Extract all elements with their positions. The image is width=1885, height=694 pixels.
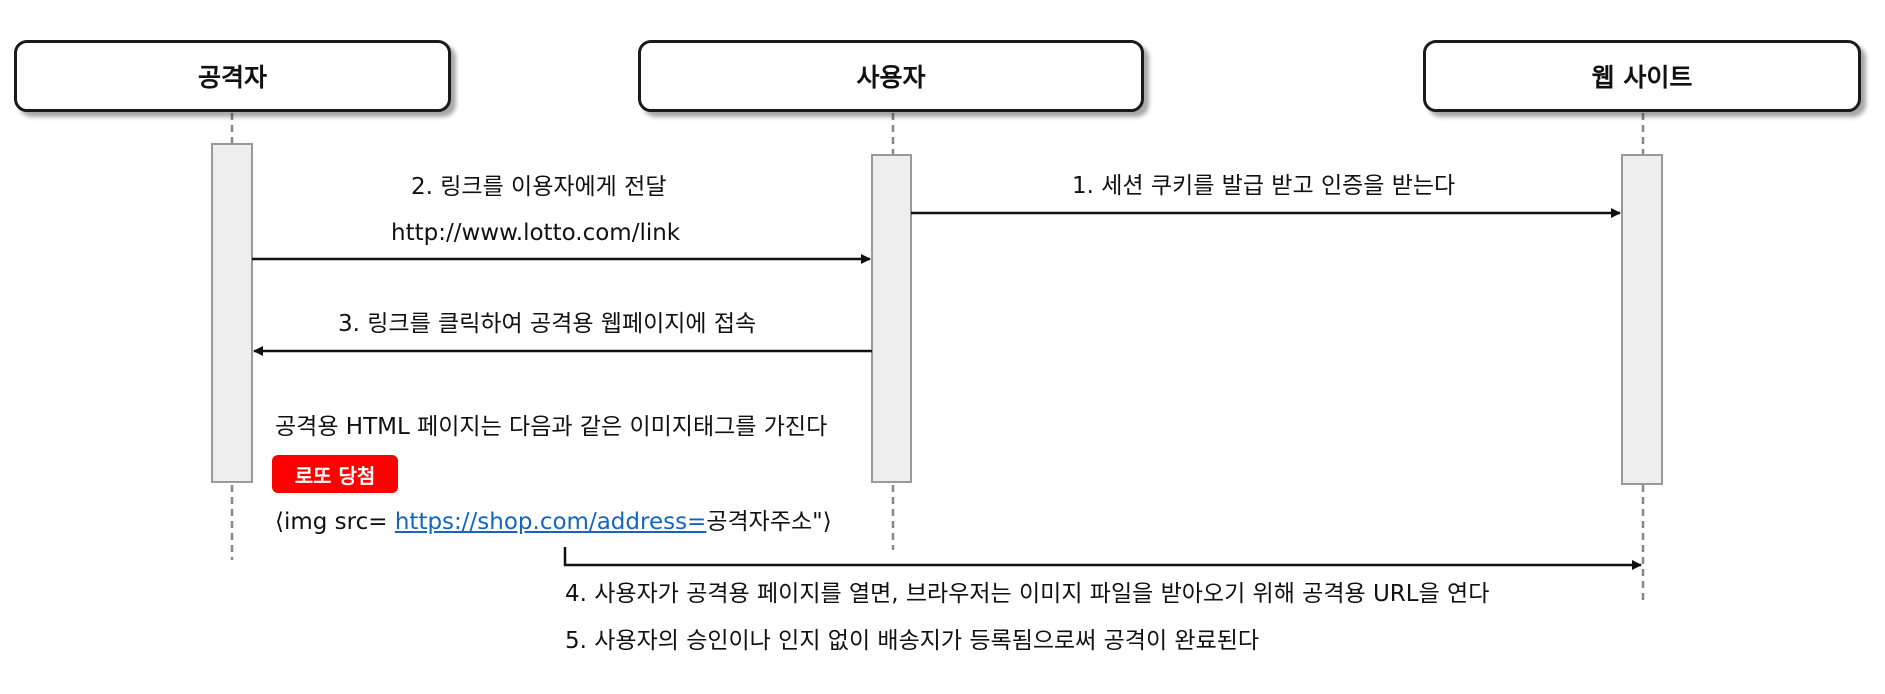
img-tag-prefix: ⟨img src= bbox=[275, 509, 395, 535]
arrow-4 bbox=[563, 547, 1642, 570]
img-tag-line: ⟨img src= https://shop.com/address=공격자주소… bbox=[275, 509, 832, 535]
message-2-url: http://www.lotto.com/link bbox=[391, 220, 681, 246]
website-activation bbox=[1621, 154, 1663, 485]
actor-user-label: 사용자 bbox=[856, 63, 926, 92]
message-4-label: 4. 사용자가 공격용 페이지를 열면, 브라우저는 이미지 파일을 받아오기 … bbox=[565, 581, 1490, 607]
lotto-badge-label: 로또 당첨 bbox=[294, 463, 376, 488]
message-3-label: 3. 링크를 클릭하여 공격용 웹페이지에 접속 bbox=[338, 311, 757, 337]
actor-attacker-label: 공격자 bbox=[197, 63, 267, 92]
actor-website-label: 웹 사이트 bbox=[1591, 63, 1693, 92]
img-tag-suffix: 공격자주소"⟩ bbox=[706, 509, 832, 535]
img-tag-link[interactable]: https://shop.com/address= bbox=[394, 509, 707, 535]
actor-user: 사용자 bbox=[638, 40, 1144, 112]
message-2-label: 2. 링크를 이용자에게 전달 bbox=[411, 174, 667, 200]
message-5-label: 5. 사용자의 승인이나 인지 없이 배송지가 등록됨으로써 공격이 완료된다 bbox=[565, 628, 1260, 654]
note-description: 공격용 HTML 페이지는 다음과 같은 이미지태그를 가진다 bbox=[275, 414, 828, 440]
lotto-badge: 로또 당첨 bbox=[272, 455, 398, 493]
user-activation bbox=[871, 154, 912, 483]
message-1-label: 1. 세션 쿠키를 발급 받고 인증을 받는다 bbox=[1072, 173, 1456, 199]
attacker-activation bbox=[211, 143, 253, 483]
actor-attacker: 공격자 bbox=[14, 40, 451, 112]
actor-website: 웹 사이트 bbox=[1423, 40, 1861, 112]
